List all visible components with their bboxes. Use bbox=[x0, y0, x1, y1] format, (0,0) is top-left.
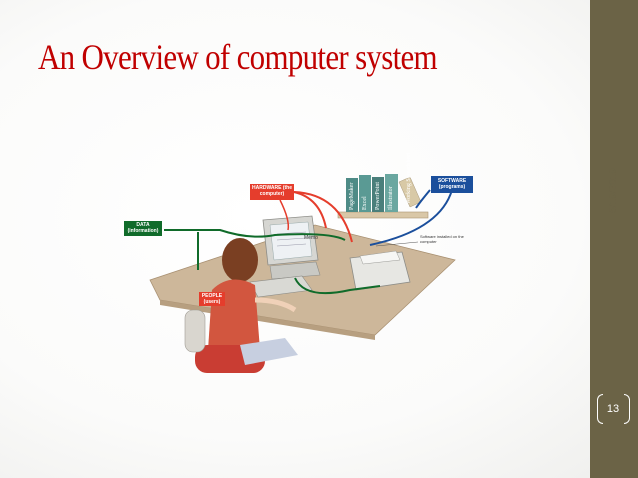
book-label: PageMaker bbox=[349, 182, 355, 210]
slide-date-text: 5/19/2019 bbox=[607, 167, 619, 213]
software-installed-note: Software installed on the computer bbox=[420, 234, 464, 244]
slide-date: 5/19/2019 bbox=[593, 160, 633, 220]
software-label: SOFTWARE (programs) bbox=[431, 176, 473, 193]
illustration-graphic bbox=[149, 174, 456, 373]
monitor-screen-text: Memo bbox=[304, 235, 318, 241]
hardware-label: HARDWARE (the computer) bbox=[250, 184, 294, 200]
book-label: PowerPoint bbox=[375, 181, 381, 210]
computer-system-illustration: HARDWARE (the computer) SOFTWARE (progra… bbox=[120, 153, 473, 390]
people-label: PEOPLE (users) bbox=[199, 292, 225, 306]
data-label: DATA (information) bbox=[124, 221, 162, 236]
book-label: Illustrator bbox=[388, 186, 394, 210]
slide-number: 13 bbox=[606, 403, 620, 415]
slide-title: An Overview of computer system bbox=[38, 37, 438, 77]
slide-number-bracket-left bbox=[597, 394, 603, 424]
book-label: Excel bbox=[362, 196, 368, 210]
book-label: Working Spreadsheet bbox=[406, 152, 412, 204]
